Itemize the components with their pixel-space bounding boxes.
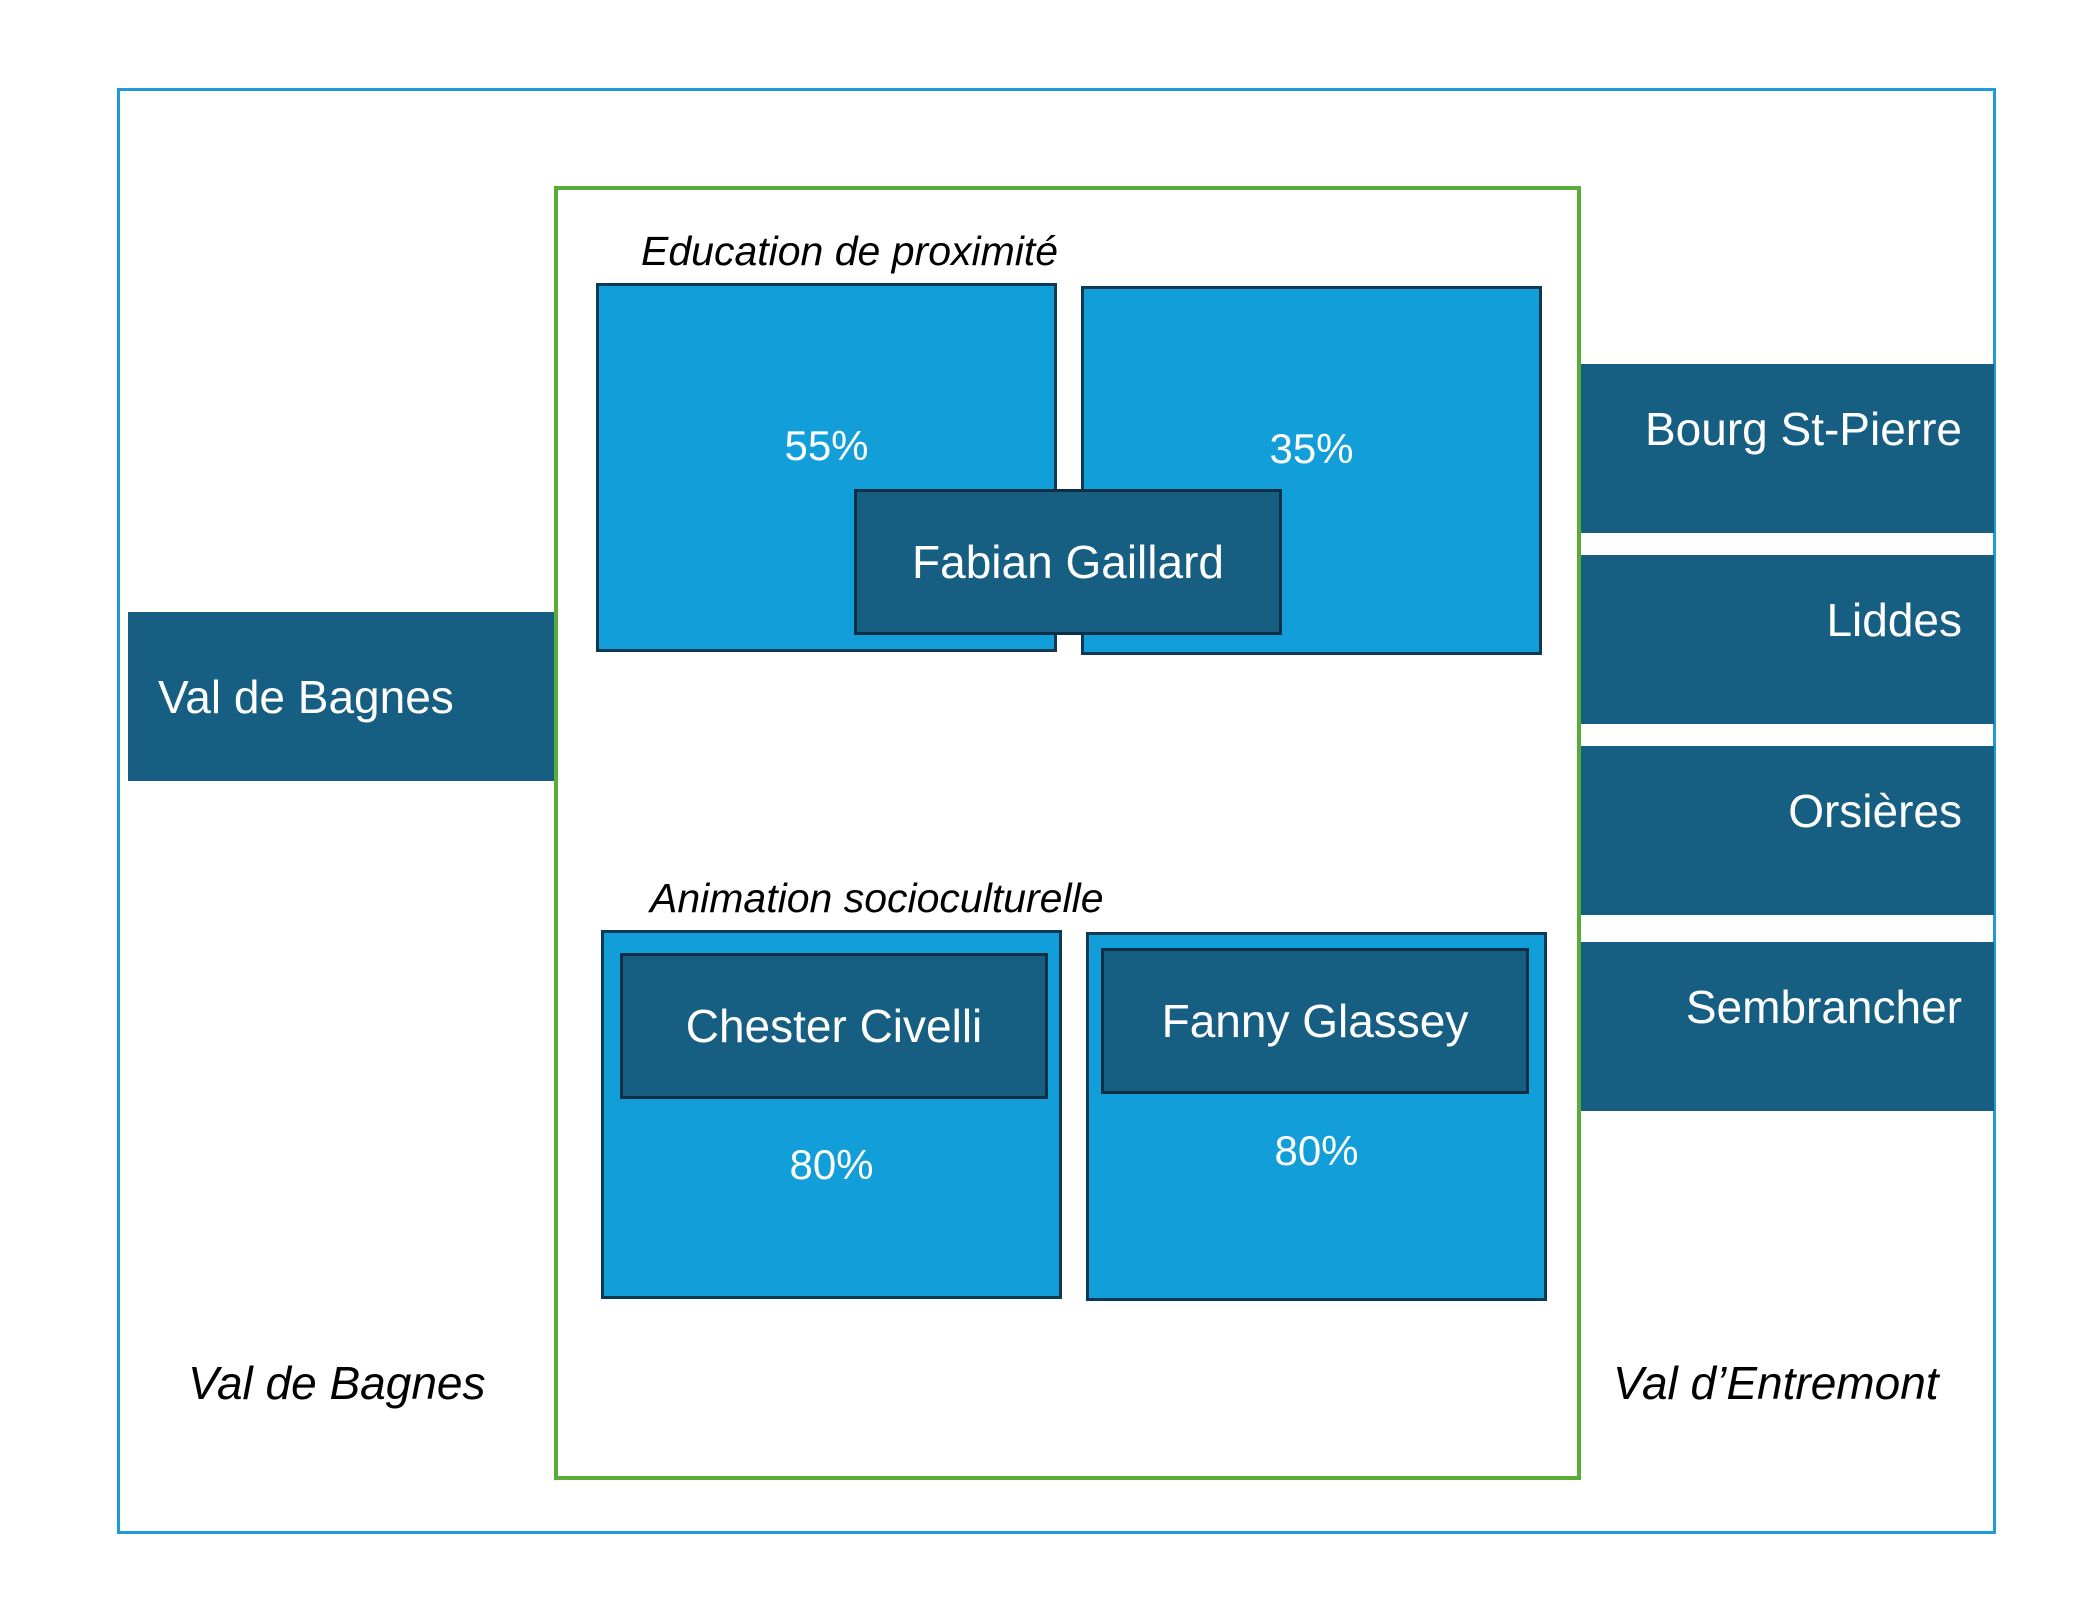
- person-name: Fabian Gaillard: [912, 536, 1224, 588]
- section-title-animation: Animation socioculturelle: [650, 875, 1104, 921]
- percentage-label: 80%: [789, 1141, 874, 1188]
- commune-box-sembrancher: Sembrancher: [1581, 942, 1994, 1111]
- commune-label: Bourg St-Pierre: [1644, 403, 1962, 455]
- commune-label: Liddes: [1826, 594, 1962, 646]
- person-box-fabian-gaillard: Fabian Gaillard: [854, 489, 1282, 635]
- section-title-education: Education de proximité: [641, 228, 1059, 274]
- region-label-val-d-entremont: Val d’Entremont: [1613, 1357, 1939, 1409]
- commune-box-orsieres: Orsières: [1581, 746, 1994, 915]
- percentage-label: 35%: [1269, 425, 1354, 472]
- commune-label: Val de Bagnes: [158, 670, 454, 723]
- percentage-label: 55%: [784, 422, 869, 469]
- person-box-fanny-glassey: Fanny Glassey: [1101, 948, 1529, 1094]
- person-box-chester-civelli: Chester Civelli: [620, 953, 1048, 1099]
- person-name: Fanny Glassey: [1161, 995, 1469, 1047]
- percentage-label: 80%: [1274, 1127, 1359, 1174]
- commune-label: Sembrancher: [1685, 981, 1962, 1033]
- region-label-val-de-bagnes: Val de Bagnes: [188, 1357, 486, 1409]
- person-name: Chester Civelli: [685, 1000, 983, 1052]
- commune-box-bourg-st-pierre: Bourg St-Pierre: [1581, 364, 1994, 533]
- commune-box-liddes: Liddes: [1581, 555, 1994, 724]
- commune-label: Orsières: [1788, 785, 1962, 837]
- outer-frame: [117, 88, 1996, 1534]
- commune-box-val-de-bagnes: Val de Bagnes: [128, 612, 554, 781]
